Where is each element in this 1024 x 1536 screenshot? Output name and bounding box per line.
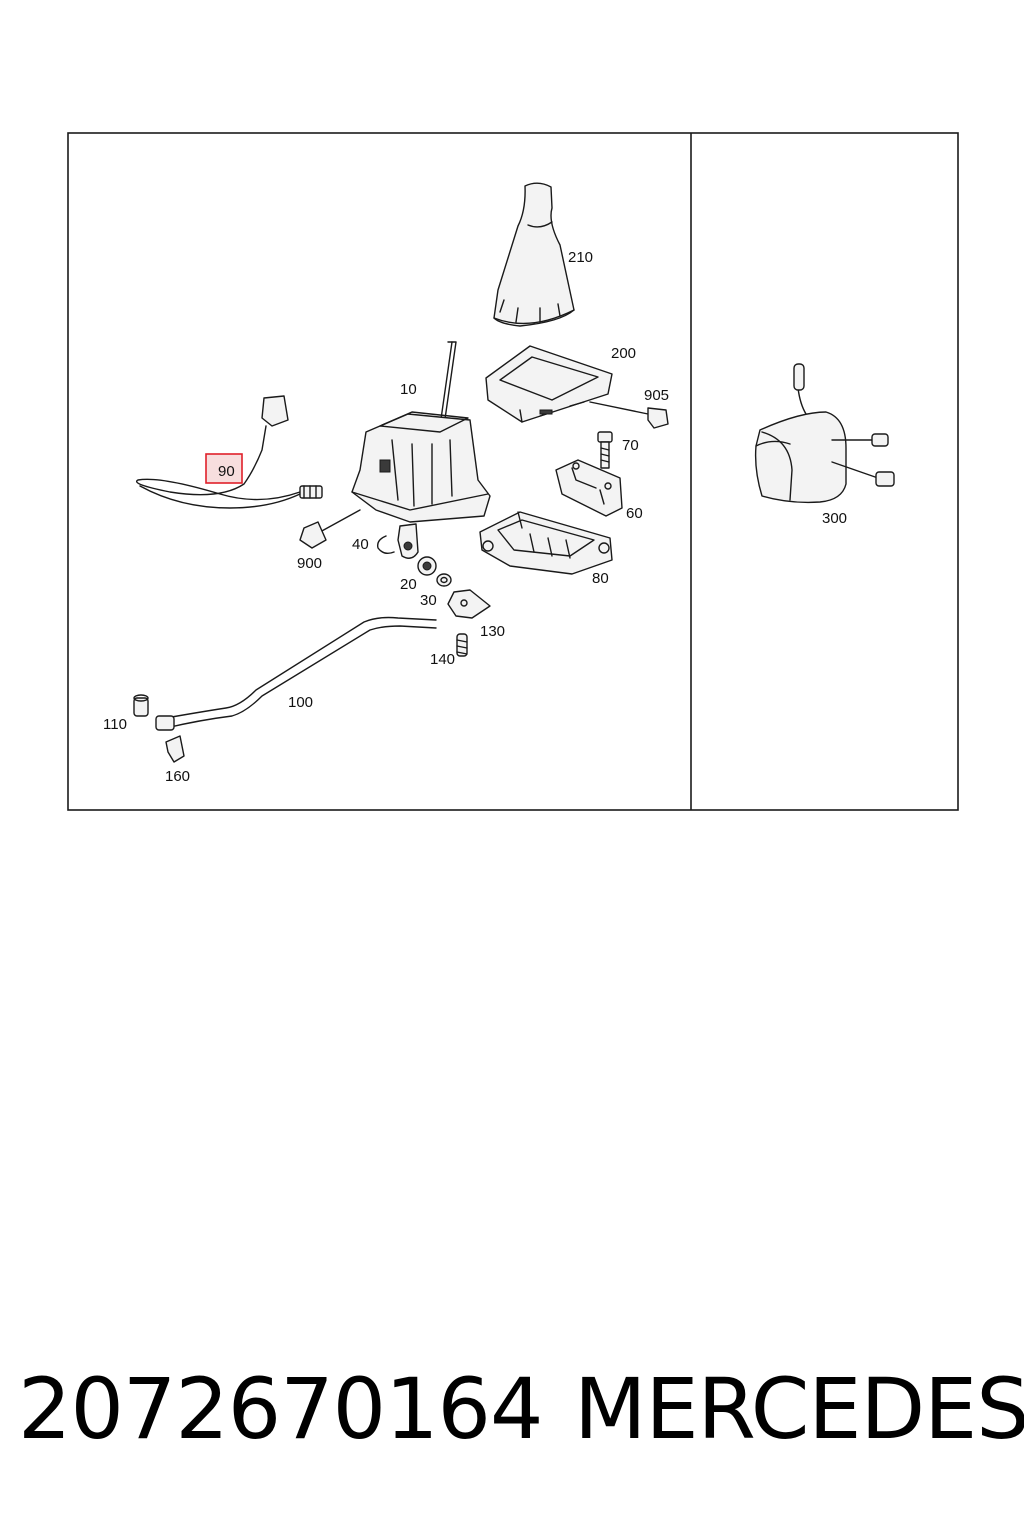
callout-70: 70 — [622, 437, 639, 454]
callout-140: 140 — [430, 651, 455, 668]
washer-30 — [436, 573, 452, 587]
footer: 2072670164 MERCEDES — [0, 1360, 1024, 1480]
bracket-60 — [555, 459, 623, 517]
bushing-110 — [133, 694, 149, 717]
callout-80: 80 — [592, 570, 609, 587]
callout-10: 10 — [400, 381, 417, 398]
bolt-70 — [597, 431, 613, 469]
clip-160 — [165, 735, 185, 763]
callout-300: 300 — [822, 510, 847, 527]
cover-130 — [447, 589, 491, 619]
part-number: 2072670164 — [18, 1360, 543, 1458]
trim-frame-200 — [485, 345, 613, 423]
shifter-unit-10 — [351, 341, 491, 523]
callout-210: 210 — [568, 249, 593, 266]
callout-100: 100 — [288, 694, 313, 711]
shift-boot-210 — [493, 182, 575, 327]
housing-base-80 — [479, 511, 613, 575]
sensor-cable-90 — [136, 395, 323, 509]
callout-90: 90 — [218, 463, 235, 480]
brand-name: MERCEDES — [574, 1360, 1024, 1458]
callout-130: 130 — [480, 623, 505, 640]
callout-905: 905 — [644, 387, 669, 404]
parts-diagram: 210 200 10 905 70 90 60 40 900 20 80 30 … — [67, 132, 959, 811]
callout-30: 30 — [420, 592, 437, 609]
clip-900 — [299, 509, 361, 549]
selector-lever — [397, 523, 419, 559]
clip-905 — [589, 401, 669, 429]
callout-900: 900 — [297, 555, 322, 572]
bushing-20 — [417, 556, 437, 576]
callout-110: 110 — [103, 716, 127, 733]
highlight-box-90 — [205, 453, 243, 484]
callout-60: 60 — [626, 505, 643, 522]
module-300 — [754, 363, 895, 504]
callout-40: 40 — [352, 536, 369, 553]
shift-rod-100 — [155, 616, 437, 731]
circlip-40 — [376, 535, 395, 555]
spring-140 — [456, 633, 468, 657]
diagram-frame — [67, 132, 959, 811]
callout-160: 160 — [165, 768, 190, 785]
callout-200: 200 — [611, 345, 636, 362]
callout-20: 20 — [400, 576, 417, 593]
